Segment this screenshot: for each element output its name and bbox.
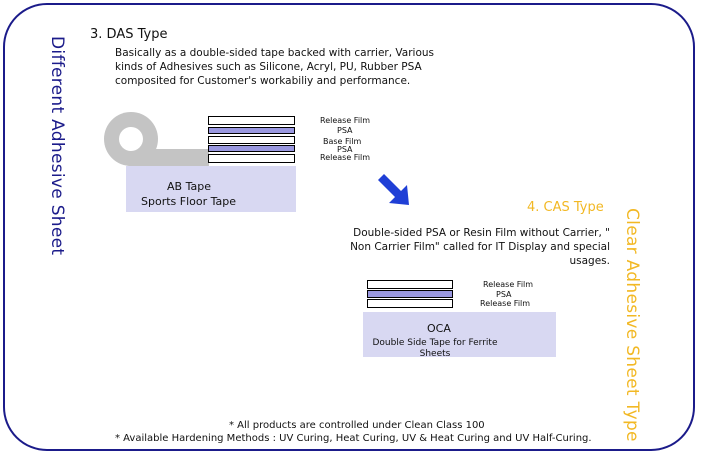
footnote-hardening: * Available Hardening Methods : UV Curin… bbox=[115, 433, 592, 444]
das-product-use: Sports Floor Tape bbox=[141, 195, 237, 208]
cas-description: Double-sided PSA or Resin Film without C… bbox=[350, 227, 610, 267]
das-layer-label: Base Film bbox=[323, 137, 362, 146]
das-product-box bbox=[126, 166, 296, 212]
cas-layer-label: Release Film bbox=[483, 280, 534, 289]
das-layer-label: Release Film bbox=[320, 153, 371, 162]
cas-product-use: Double Side Tape for Ferrite Sheets bbox=[372, 338, 498, 359]
cas-layer-release-film-bottom bbox=[367, 299, 453, 308]
cas-title: 4. CAS Type bbox=[527, 200, 604, 215]
das-layer-label: Release Film bbox=[320, 116, 371, 125]
cas-layer-psa bbox=[367, 290, 453, 298]
das-layer-label: PSA bbox=[337, 126, 353, 135]
cas-layer-label: PSA bbox=[496, 290, 512, 299]
arrow-down-right-icon bbox=[378, 174, 409, 205]
cas-layer-label: Release Film bbox=[480, 299, 531, 308]
das-layer-base-film bbox=[208, 136, 295, 144]
das-layer-release-film-bottom bbox=[208, 154, 295, 163]
das-layer-label: PSA bbox=[337, 145, 353, 154]
das-product-name: AB Tape bbox=[167, 180, 211, 193]
side-label-left: Different Adhesive Sheet bbox=[47, 36, 67, 256]
das-description: Basically as a double-sided tape backed … bbox=[115, 47, 435, 87]
das-layer-psa-top bbox=[208, 127, 295, 134]
das-title: 3. DAS Type bbox=[90, 27, 168, 42]
tape-roll-core bbox=[119, 127, 143, 151]
footnote-clean-class: * All products are controlled under Clea… bbox=[229, 420, 485, 431]
das-layer-release-film-top bbox=[208, 116, 295, 125]
cas-product-box bbox=[363, 312, 556, 357]
rounded-frame bbox=[3, 3, 695, 451]
side-label-right: Clear Adhesive Sheet Type bbox=[622, 208, 642, 442]
cas-product-name: OCA bbox=[427, 322, 451, 335]
das-layer-psa-bottom bbox=[208, 145, 295, 152]
cas-layer-release-film-top bbox=[367, 280, 453, 289]
